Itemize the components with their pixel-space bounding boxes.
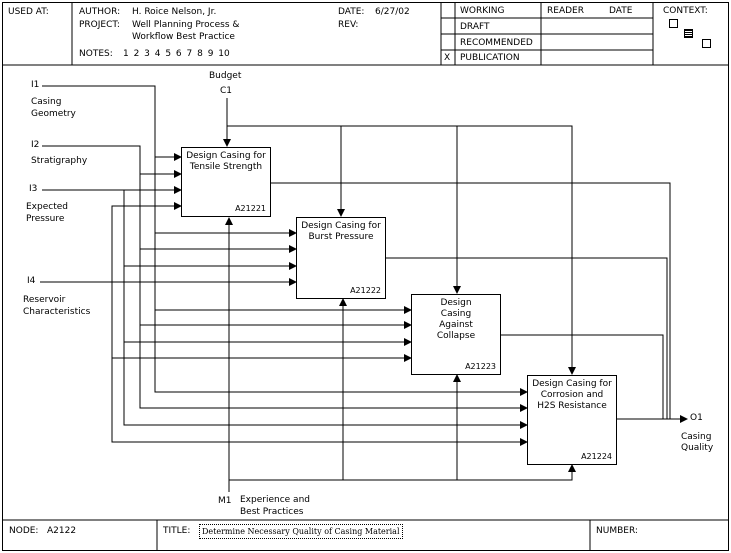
input-label-i4-line1: Reservoir — [23, 295, 66, 305]
activity-node-number: A21223 — [465, 362, 496, 371]
mechanism-label-line1: Experience and — [240, 495, 310, 505]
notes-label: NOTES: — [79, 49, 113, 59]
project-line1: Well Planning Process & — [132, 20, 240, 30]
status-recommended: RECOMMENDED — [460, 38, 533, 48]
title-label: TITLE: — [163, 526, 191, 536]
output-label-line2: Quality — [681, 443, 714, 453]
input-label-i1-line1: Casing — [31, 97, 62, 107]
output-label-line1: Casing — [681, 432, 712, 442]
activity-title: Design Casing for Corrosion and H2S Resi… — [532, 379, 612, 411]
output-code: O1 — [690, 413, 703, 423]
mechanism-code: M1 — [218, 496, 232, 506]
diagram-title-field[interactable]: Determine Necessary Quality of Casing Ma… — [199, 524, 403, 539]
activity-title: Design Casing Against Collapse — [436, 298, 476, 341]
input-label-i1-line2: Geometry — [31, 109, 76, 119]
input-label-i3-line1: Expected — [26, 202, 68, 212]
reader-label: READER — [547, 6, 584, 16]
author-value: H. Roice Nelson, Jr. — [132, 7, 217, 17]
activity-box-tensile-strength[interactable]: Design Casing for Tensile Strength A2122… — [181, 147, 271, 217]
control-code: C1 — [220, 86, 233, 96]
input-label-i3-line2: Pressure — [26, 214, 65, 224]
input-code-i2: I2 — [31, 140, 40, 150]
input-label-i2: Stratigraphy — [31, 156, 88, 166]
activity-node-number: A21222 — [350, 286, 381, 295]
number-label: NUMBER: — [596, 526, 638, 536]
activity-title: Design Casing for Tensile Strength — [186, 151, 266, 172]
publication-check-mark: X — [444, 53, 451, 63]
status-publication: PUBLICATION — [460, 53, 520, 63]
control-label: Budget — [209, 71, 242, 81]
date-label: DATE: — [338, 7, 365, 17]
project-label: PROJECT: — [79, 20, 120, 30]
context-box-icon — [702, 39, 711, 48]
activity-node-number: A21221 — [235, 204, 266, 213]
notes-numbers: 1 2 3 4 5 6 7 8 9 10 — [123, 49, 230, 59]
activity-box-corrosion-h2s[interactable]: Design Casing for Corrosion and H2S Resi… — [527, 375, 617, 465]
input-code-i1: I1 — [31, 80, 40, 90]
node-label: NODE: — [9, 526, 39, 536]
activity-box-burst-pressure[interactable]: Design Casing for Burst Pressure A21222 — [296, 217, 386, 299]
input-label-i4-line2: Characteristics — [23, 307, 91, 317]
date-column-label: DATE — [609, 6, 633, 16]
input-code-i3: I3 — [29, 184, 38, 194]
author-label: AUTHOR: — [79, 7, 121, 17]
date-value: 6/27/02 — [375, 7, 410, 17]
project-line2: Workflow Best Practice — [132, 32, 235, 42]
context-label: CONTEXT: — [663, 6, 708, 16]
context-box-icon — [669, 19, 678, 28]
input-code-i4: I4 — [27, 276, 36, 286]
activity-node-number: A21224 — [581, 452, 612, 461]
status-draft: DRAFT — [460, 22, 490, 32]
activity-title: Design Casing for Burst Pressure — [301, 221, 381, 242]
mechanism-label-line2: Best Practices — [240, 507, 304, 517]
node-value: A2122 — [47, 526, 77, 536]
activity-box-collapse[interactable]: Design Casing Against Collapse A21223 — [411, 294, 501, 375]
used-at-label: USED AT: — [8, 7, 49, 17]
rev-label: REV: — [338, 20, 359, 30]
context-box-current-icon — [684, 29, 693, 38]
status-working: WORKING — [460, 6, 505, 16]
